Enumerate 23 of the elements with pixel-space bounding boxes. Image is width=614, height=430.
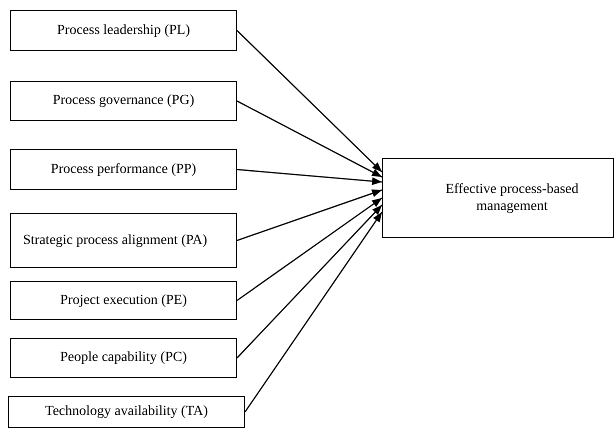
process-box [10,281,237,320]
box-label: Process leadership (PL) [57,22,190,40]
arrow [236,189,382,242]
process-box [10,213,237,268]
process-box [382,158,614,238]
arrow [236,100,382,178]
arrow [236,168,382,186]
process-box [10,10,237,51]
box-label: Effective process-based management [444,180,580,216]
process-box [10,338,237,378]
arrow [244,212,383,412]
box-label: Process governance (PG) [52,92,194,110]
box-label: Strategic process alignment (PA) [23,232,208,250]
arrow [236,197,382,302]
box-label: People capability (PC) [60,349,187,367]
process-box [10,149,237,190]
process-box [8,396,245,428]
arrow [236,204,382,358]
box-label: Process performance (PP) [50,160,196,178]
box-label: Project execution (PE) [60,292,187,310]
process-box [10,81,237,121]
box-label: Technology availability (TA) [45,403,208,421]
arrow [236,30,382,172]
